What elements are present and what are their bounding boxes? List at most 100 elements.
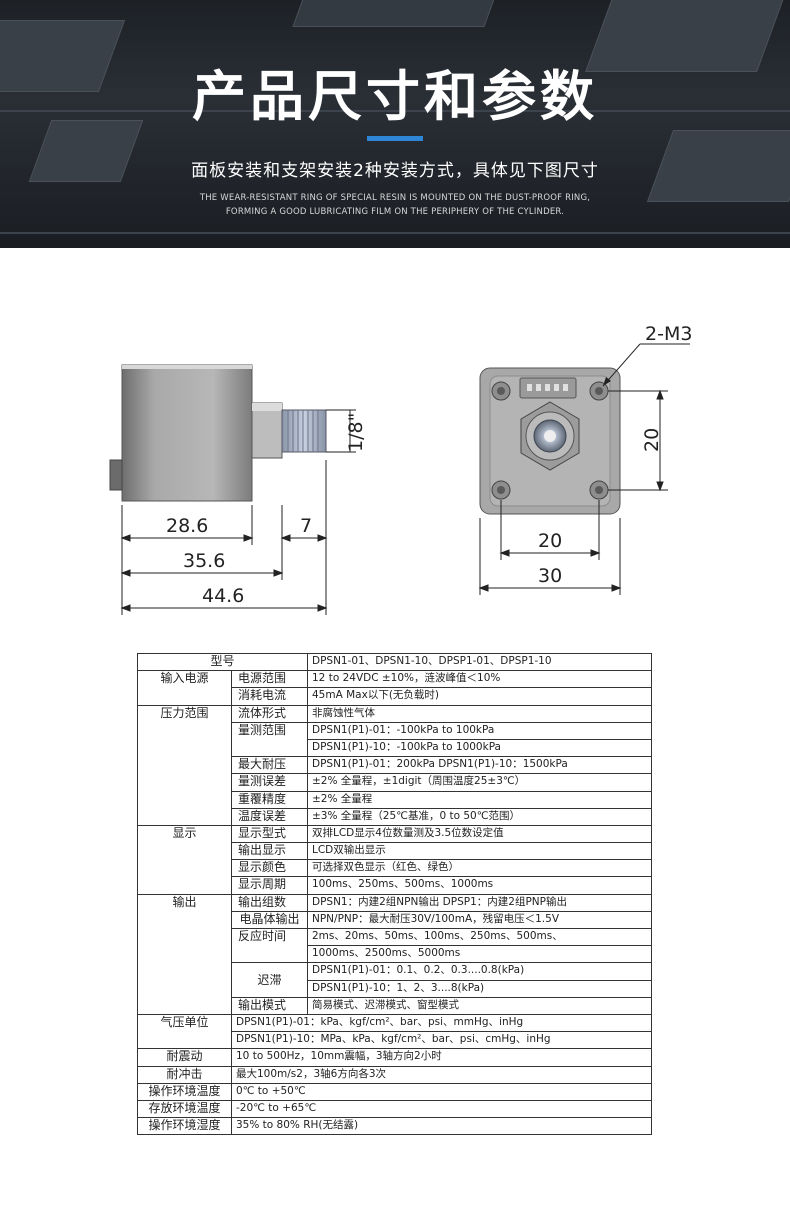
spec-value: DPSN1：内建2组NPN输出 DPSP1：内建2组PNP输出 xyxy=(307,893,652,912)
spec-label: 存放环境温度 xyxy=(137,1099,232,1119)
spec-value: 可选择双色显示（红色、绿色） xyxy=(307,859,652,878)
table-row: 耐震动 10 to 500Hz，10mm震幅，3轴方向2小时 xyxy=(137,1048,652,1067)
english-caption-line-1: THE WEAR-RESISTANT RING OF SPECIAL RESIN… xyxy=(199,193,591,203)
table-row: DPSN1(P1)-10：1、2、3....8(kPa) xyxy=(138,979,652,998)
spec-value: 12 to 24VDC ±10%，涟波峰值＜10% xyxy=(307,670,652,689)
title-accent-bar xyxy=(367,136,423,141)
holes-label: 2-M3 xyxy=(645,323,692,345)
side-view: 1/8" 28.6 7 35.6 44.6 xyxy=(109,364,367,615)
spec-value: ±3% 全量程（25℃基准，0 to 50℃范围） xyxy=(307,807,652,826)
spec-group: 压力范围 xyxy=(137,704,232,826)
spec-value: 0℃ to +50℃ xyxy=(231,1082,652,1101)
spec-label: 反应时间 xyxy=(231,927,308,964)
spec-value: DPSN1(P1)-01：-100kPa to 100kPa xyxy=(307,721,652,740)
board-trace-decor xyxy=(0,232,790,234)
spec-label: 显示周期 xyxy=(231,876,308,895)
spec-value: 10 to 500Hz，10mm震幅，3轴方向2小时 xyxy=(231,1048,652,1067)
dim-width-30: 30 xyxy=(538,565,562,587)
spec-label: 消耗电流 xyxy=(231,687,308,706)
spec-value: 100ms、250ms、500ms、1000ms xyxy=(307,876,652,895)
table-row: 显示周期 100ms、250ms、500ms、1000ms xyxy=(138,876,652,895)
port-center xyxy=(544,430,556,442)
sensor-body xyxy=(121,364,253,502)
spec-value: DPSN1(P1)-01：200kPa DPSN1(P1)-10：1500kPa xyxy=(307,756,652,775)
spec-value: 非腐蚀性气体 xyxy=(307,704,652,723)
spec-label: 输出模式 xyxy=(231,996,308,1015)
page-subtitle: 面板安装和支架安装2种安装方式，具体见下图尺寸 xyxy=(191,161,599,181)
spec-value: LCD双输出显示 xyxy=(307,842,652,861)
spec-label: 操作环境湿度 xyxy=(137,1117,232,1136)
table-row: 型号 DPSN1-01、DPSN1-10、DPSP1-01、DPSP1-10 xyxy=(137,652,652,672)
thread-size-label: 1/8" xyxy=(345,413,367,452)
spec-label: 型号 xyxy=(137,652,308,672)
table-row: 温度误差 ±3% 全量程（25℃基准，0 to 50℃范围） xyxy=(138,807,652,826)
width-dimensions xyxy=(478,500,622,595)
table-row: 消耗电流 45mA Max以下(无负载时) xyxy=(138,687,652,706)
spec-label: 量测范围 xyxy=(231,721,308,758)
spec-label: 耐震动 xyxy=(137,1048,232,1067)
spec-group: 输入电源 xyxy=(137,670,232,706)
table-row: 显示颜色 可选择双色显示（红色、绿色） xyxy=(138,859,652,878)
spec-value: DPSN1(P1)-10：-100kPa to 1000kPa xyxy=(307,738,652,758)
page-title: 产品尺寸和参数 xyxy=(192,65,598,128)
spec-label: 显示型式 xyxy=(231,824,308,844)
table-row: DPSN1(P1)-10：MPa、kPa、kgf/cm²、bar、psi、cmH… xyxy=(138,1031,652,1050)
spec-value: DPSN1(P1)-10：1、2、3....8(kPa) xyxy=(307,979,652,998)
table-row: 量测范围 DPSN1(P1)-01：-100kPa to 100kPa xyxy=(138,721,652,758)
spec-value: ±2% 全量程 xyxy=(307,790,652,809)
table-row: 存放环境温度 -20℃ to +65℃ xyxy=(137,1099,652,1119)
table-row: 输出显示 LCD双输出显示 xyxy=(138,842,652,861)
hex-nut-face xyxy=(252,403,282,411)
table-row: 量测误差 ±2% 全量程，±1digit（周围温度25±3℃） xyxy=(138,773,652,792)
header-banner: 产品尺寸和参数 面板安装和支架安装2种安装方式，具体见下图尺寸 THE WEAR… xyxy=(0,0,790,248)
dimension-arrows xyxy=(120,534,328,612)
dim-44-6: 44.6 xyxy=(202,585,244,607)
table-row: 操作环境温度 0℃ to +50℃ xyxy=(137,1082,652,1101)
board-trace-decor xyxy=(0,110,790,112)
spec-value: DPSN1(P1)-01：0.1、0.2、0.3....0.8(kPa) xyxy=(307,962,652,981)
table-row: 显示 显示型式 双排LCD显示4位数量测及3.5位数设定值 xyxy=(137,824,652,895)
spec-value: DPSN1-01、DPSN1-10、DPSP1-01、DPSP1-10 xyxy=(307,652,652,672)
sensor-edge xyxy=(122,365,252,369)
leader-line xyxy=(602,343,641,387)
spec-value: 35% to 80% RH(无结露) xyxy=(231,1117,652,1136)
spec-label: 流体形式 xyxy=(231,704,308,723)
spec-label: 操作环境温度 xyxy=(137,1082,232,1101)
spec-value: 1000ms、2500ms、5000ms xyxy=(307,945,652,964)
spec-label: 迟滞 xyxy=(231,962,308,998)
height-dimension xyxy=(608,389,668,492)
spec-value: 双排LCD显示4位数量测及3.5位数设定值 xyxy=(307,824,652,844)
spec-value: DPSN1(P1)-01：kPa、kgf/cm²、bar、psi、mmHg、in… xyxy=(231,1013,652,1033)
table-row: 输出 输出组数 DPSN1：内建2组NPN输出 DPSP1：内建2组PNP输出 xyxy=(137,893,652,1015)
spec-label: 最大耐压 xyxy=(231,756,308,775)
table-row: 重覆精度 ±2% 全量程 xyxy=(138,790,652,809)
dim-28-6: 28.6 xyxy=(166,515,208,537)
table-row: 压力范围 流体形式 非腐蚀性气体 xyxy=(137,704,652,826)
hex-nut xyxy=(251,402,283,459)
leader-arrow xyxy=(603,377,611,386)
spec-group: 输出 xyxy=(137,893,232,1015)
table-row: 最大耐压 DPSN1(P1)-01：200kPa DPSN1(P1)-10：15… xyxy=(138,756,652,775)
table-row: 气压单位 DPSN1(P1)-01：kPa、kgf/cm²、bar、psi、mm… xyxy=(137,1013,652,1050)
spec-table: 型号 DPSN1-01、DPSN1-10、DPSP1-01、DPSP1-10 输… xyxy=(137,652,652,1136)
front-view: 2-M3 20 20 30 xyxy=(478,323,692,595)
connector-pins xyxy=(527,384,568,391)
spec-label: 输出组数 xyxy=(231,893,308,912)
spec-label: 耐冲击 xyxy=(137,1065,232,1084)
connector-stub xyxy=(109,459,123,491)
spec-value: 45mA Max以下(无负载时) xyxy=(307,687,652,706)
mounting-holes xyxy=(491,381,609,500)
spec-label: 电晶体输出 xyxy=(231,910,308,930)
thread-fitting xyxy=(281,409,327,453)
dim-height-20: 20 xyxy=(641,428,663,452)
board-chip-decor xyxy=(292,0,500,27)
english-caption-line-2: FORMING A GOOD LUBRICATING FILM ON THE P… xyxy=(225,207,565,217)
spec-label: 输出显示 xyxy=(231,842,308,861)
dim-7: 7 xyxy=(300,515,312,537)
spec-value: DPSN1(P1)-10：MPa、kPa、kgf/cm²、bar、psi、cmH… xyxy=(231,1031,652,1050)
table-row: 耐冲击 最大100m/s2，3轴6方向各3次 xyxy=(137,1065,652,1084)
dimension-drawing: 1/8" 28.6 7 35.6 44.6 xyxy=(109,323,692,615)
table-row: 迟滞 DPSN1(P1)-01：0.1、0.2、0.3....0.8(kPa) xyxy=(138,962,652,998)
table-row: 反应时间 2ms、20ms、50ms、100ms、250ms、500ms、 xyxy=(138,927,652,964)
dim-width-20: 20 xyxy=(538,530,562,552)
